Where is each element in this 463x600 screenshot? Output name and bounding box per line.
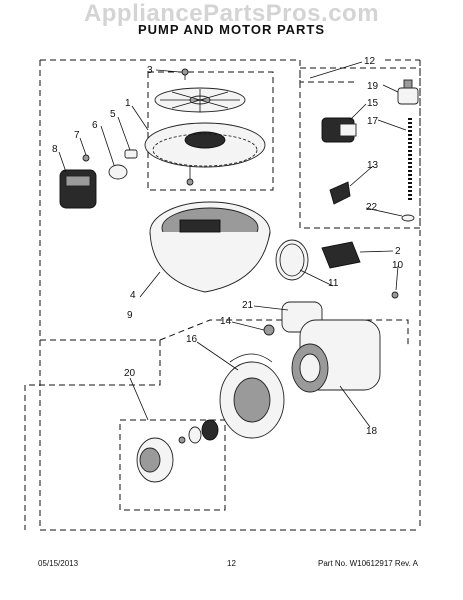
outer-dashed-boundary [40, 59, 355, 83]
part-20-impeller-set [136, 419, 219, 483]
diverter-dashed-box [299, 67, 421, 229]
callout-18: 18 [366, 426, 378, 437]
part-11-gasket [275, 239, 309, 281]
callout-8: 8 [52, 144, 58, 155]
part-15-diverter-valve [321, 117, 357, 143]
filter-dashed-box [147, 71, 274, 191]
part-13-clip [329, 181, 351, 205]
part-10-screw [391, 291, 399, 299]
impeller-dashed-box [119, 419, 226, 511]
callout-17: 17 [367, 116, 379, 127]
part-7-screw [82, 154, 90, 162]
part-5-clip [124, 149, 138, 159]
watermark: AppliancePartsPros.com [83, 0, 380, 27]
callout-10: 10 [392, 260, 404, 271]
pump-dashed-box [24, 339, 161, 530]
callout-2: 2 [395, 246, 401, 257]
callout-13: 13 [367, 160, 379, 171]
footer-date: 05/15/2013 [38, 559, 79, 568]
part-6-cap [108, 164, 128, 180]
callout-11: 11 [328, 278, 339, 289]
callout-1: 1 [125, 98, 131, 109]
footer-part-number: Part No. W10612917 Rev. A [318, 559, 418, 568]
part-1-filter-cover [154, 87, 246, 113]
callout-22: 22 [366, 202, 378, 213]
part-2-bracket [321, 241, 361, 269]
part-19-diverter-motor [397, 79, 419, 105]
callout-5: 5 [110, 109, 116, 120]
callout-9: 9 [127, 310, 133, 321]
callout-20: 20 [124, 368, 136, 379]
part-16-pump-housing [219, 353, 285, 439]
callout-3: 3 [147, 65, 153, 76]
callout-15: 15 [367, 98, 379, 109]
footer-page-number: 12 [227, 559, 236, 568]
callout-7: 7 [74, 130, 80, 141]
part-1-chopper-ring [144, 122, 266, 186]
callout-16: 16 [186, 334, 198, 345]
page-title: PUMP AND MOTOR PARTS [137, 22, 326, 37]
part-8-fan-motor [59, 169, 97, 209]
callout-21: 21 [242, 300, 254, 311]
part-14-nut [263, 324, 275, 336]
callout-12: 12 [364, 56, 376, 67]
callout-6: 6 [92, 120, 98, 131]
callout-4: 4 [130, 290, 136, 301]
callout-19: 19 [367, 81, 379, 92]
part-3-screw [181, 68, 189, 80]
callout-14: 14 [220, 316, 232, 327]
part-18-motor [291, 319, 381, 393]
part-22-ring [401, 214, 415, 222]
part-4-sump [149, 201, 271, 293]
leader-lines [58, 61, 407, 428]
